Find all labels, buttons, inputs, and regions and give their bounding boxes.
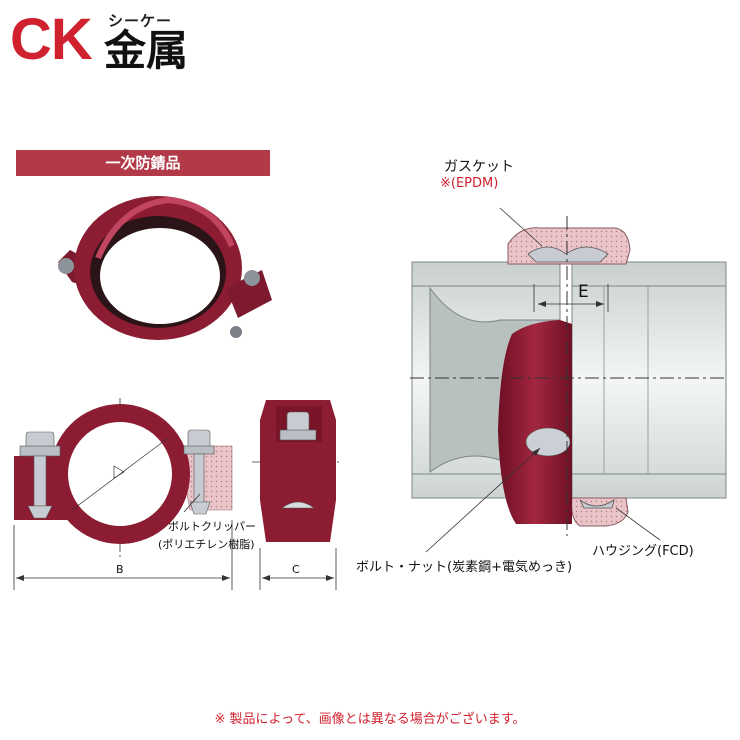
coupling-side-view [252,400,340,590]
bolt-nut-label: ボルト・ナット(炭素鋼+電気めっき) [356,560,573,575]
dimension-b-label: B [116,563,124,576]
coupling-3d-view [58,196,272,340]
clipper-leader-line [183,493,201,513]
dimension-c-label: C [292,563,300,576]
product-banner: 一次防錆品 [16,150,270,176]
gasket-material-label: ※(EPDM) [440,176,499,191]
coupling-front-view [13,398,233,590]
logo-kana-text: シーケー [108,12,173,30]
logo-kanji-text: 金属 [104,26,189,75]
brand-logo: CK シーケー 金属 [10,8,210,80]
disclaimer-note: ※ 製品によって、画像とは異なる場合がございます。 [214,712,526,727]
cross-section-view [410,207,728,553]
gasket-label: ガスケット [444,159,514,175]
bolt-clipper-label: ボルトクリッパー [168,520,256,533]
housing-label: ハウジング(FCD) [592,544,694,559]
dimension-e-label: E [578,282,589,302]
logo-brand-text: CK [10,7,93,72]
bolt-clipper-material-label: (ポリエチレン樹脂) [158,538,255,551]
